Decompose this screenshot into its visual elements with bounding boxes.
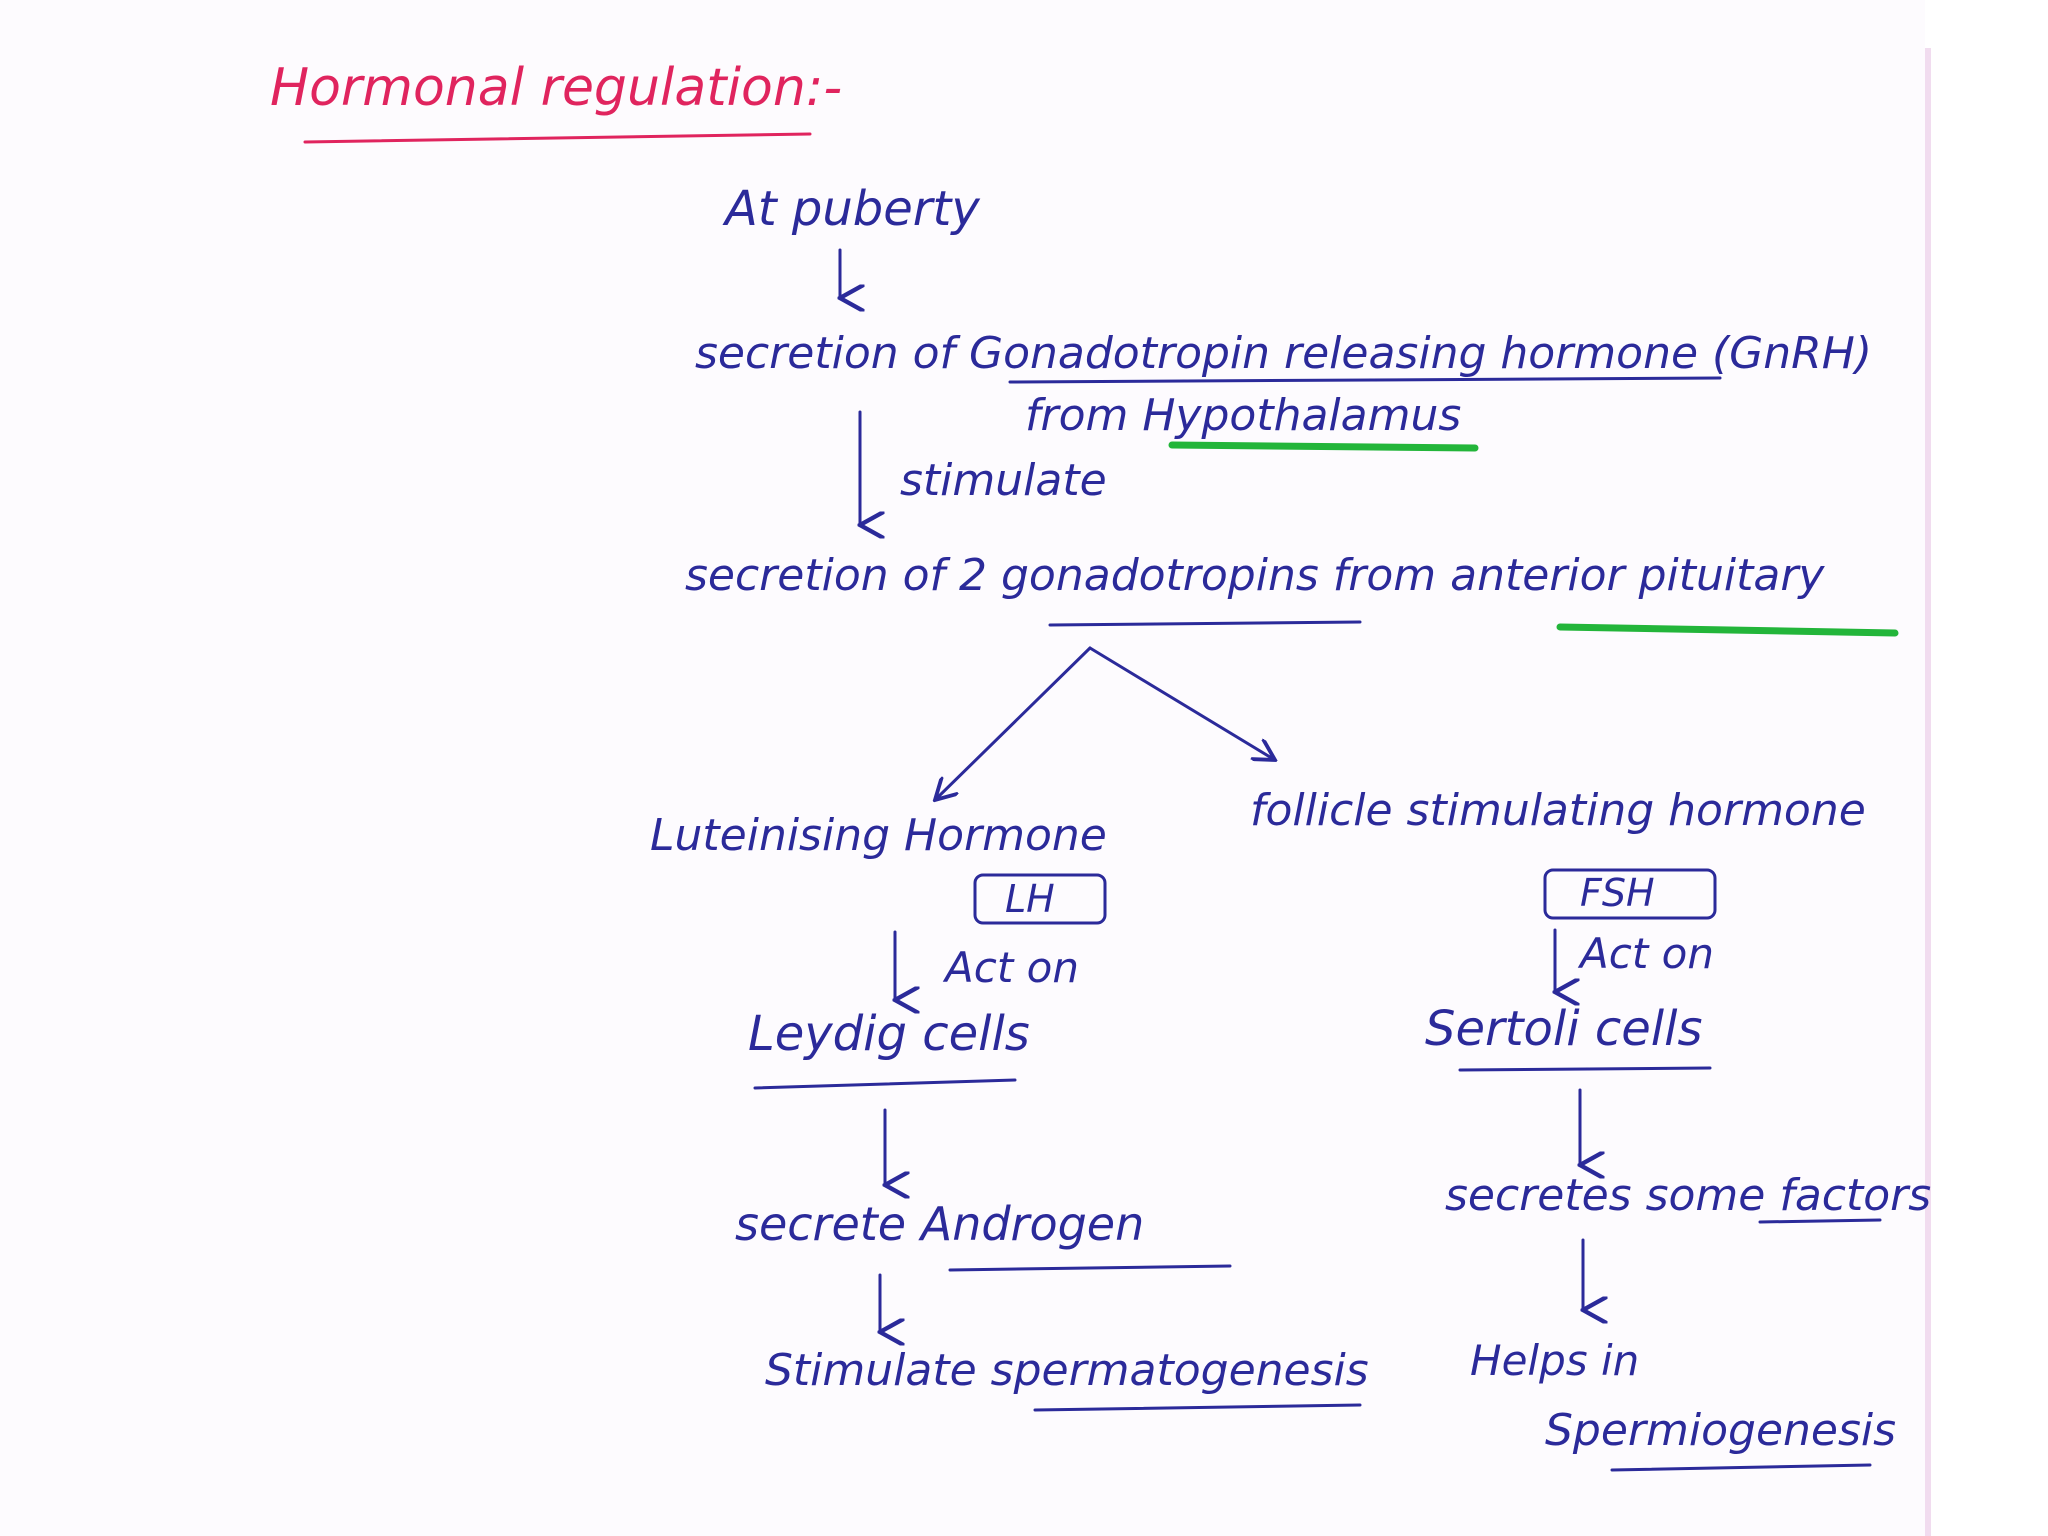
leydig-underline [753,1078,1017,1090]
spermatogenesis-node: Stimulate spermatogenesis [765,1345,1369,1396]
gnrh-underline [1008,376,1722,384]
gnrh-node: secretion of Gonadotropin releasing horm… [695,328,1872,379]
hypothalamus-highlight [1168,441,1479,452]
spermiogenesis-underline [1610,1463,1872,1472]
helps-in-label: Helps in [1470,1336,1639,1385]
androgen-node: secrete Androgen [735,1197,1144,1251]
lh-abbr: LH [1005,877,1055,921]
stimulate-label: stimulate [900,455,1107,506]
androgen-underline [948,1264,1232,1272]
heading: Hormonal regulation:- [270,58,842,118]
sertoli-underline [1458,1066,1712,1072]
fsh-abbr: FSH [1580,871,1655,915]
spermiogenesis-node: Spermiogenesis [1545,1405,1896,1456]
page-edge [1925,48,1931,1536]
gonadotropins-underline [1048,620,1362,627]
gnrh-source: from Hypothalamus [1025,390,1461,441]
factors-node: secretes some factors [1445,1170,1931,1221]
gonadotropins-node: secretion of 2 gonadotropins from anteri… [685,550,1825,601]
lh-node: Luteinising Hormone [650,810,1107,861]
heading-underline [303,132,812,144]
fsh-box [1543,868,1717,920]
lh-act-on: Act on [942,943,1079,992]
fsh-act-on: Act on [1577,929,1714,978]
leydig-cells: Leydig cells [748,1006,1030,1062]
sertoli-cells: Sertoli cells [1425,1001,1702,1057]
branch-arrow-left [935,646,1092,800]
lh-box [973,873,1107,925]
factors-underline [1758,1218,1882,1224]
branch-arrow-right [1088,646,1275,760]
anterior-pituitary-highlight [1556,623,1899,637]
spermatogenesis-underline [1033,1403,1362,1412]
start-node: At puberty [722,181,980,237]
notebook-page [0,0,1925,1536]
fsh-node: follicle stimulating hormone [1250,785,1866,836]
